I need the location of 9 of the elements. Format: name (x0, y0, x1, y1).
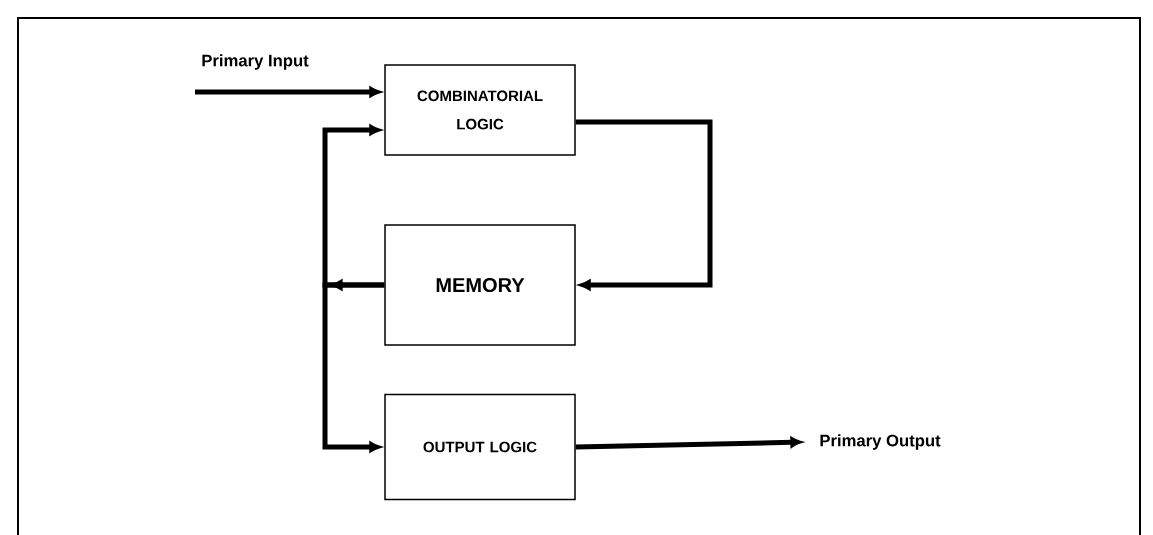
arrow (575, 119, 713, 291)
io-label: Primary Output (820, 434, 941, 450)
arrow (322, 124, 385, 291)
logic-box: OUTPUT LOGIC (384, 393, 576, 501)
memory-box: MEMORY (384, 224, 576, 346)
logic-box: COMBINATORIAL LOGIC (384, 64, 576, 156)
io-label: Primary Input (202, 54, 309, 70)
arrow (195, 86, 381, 98)
arrow (322, 282, 385, 453)
